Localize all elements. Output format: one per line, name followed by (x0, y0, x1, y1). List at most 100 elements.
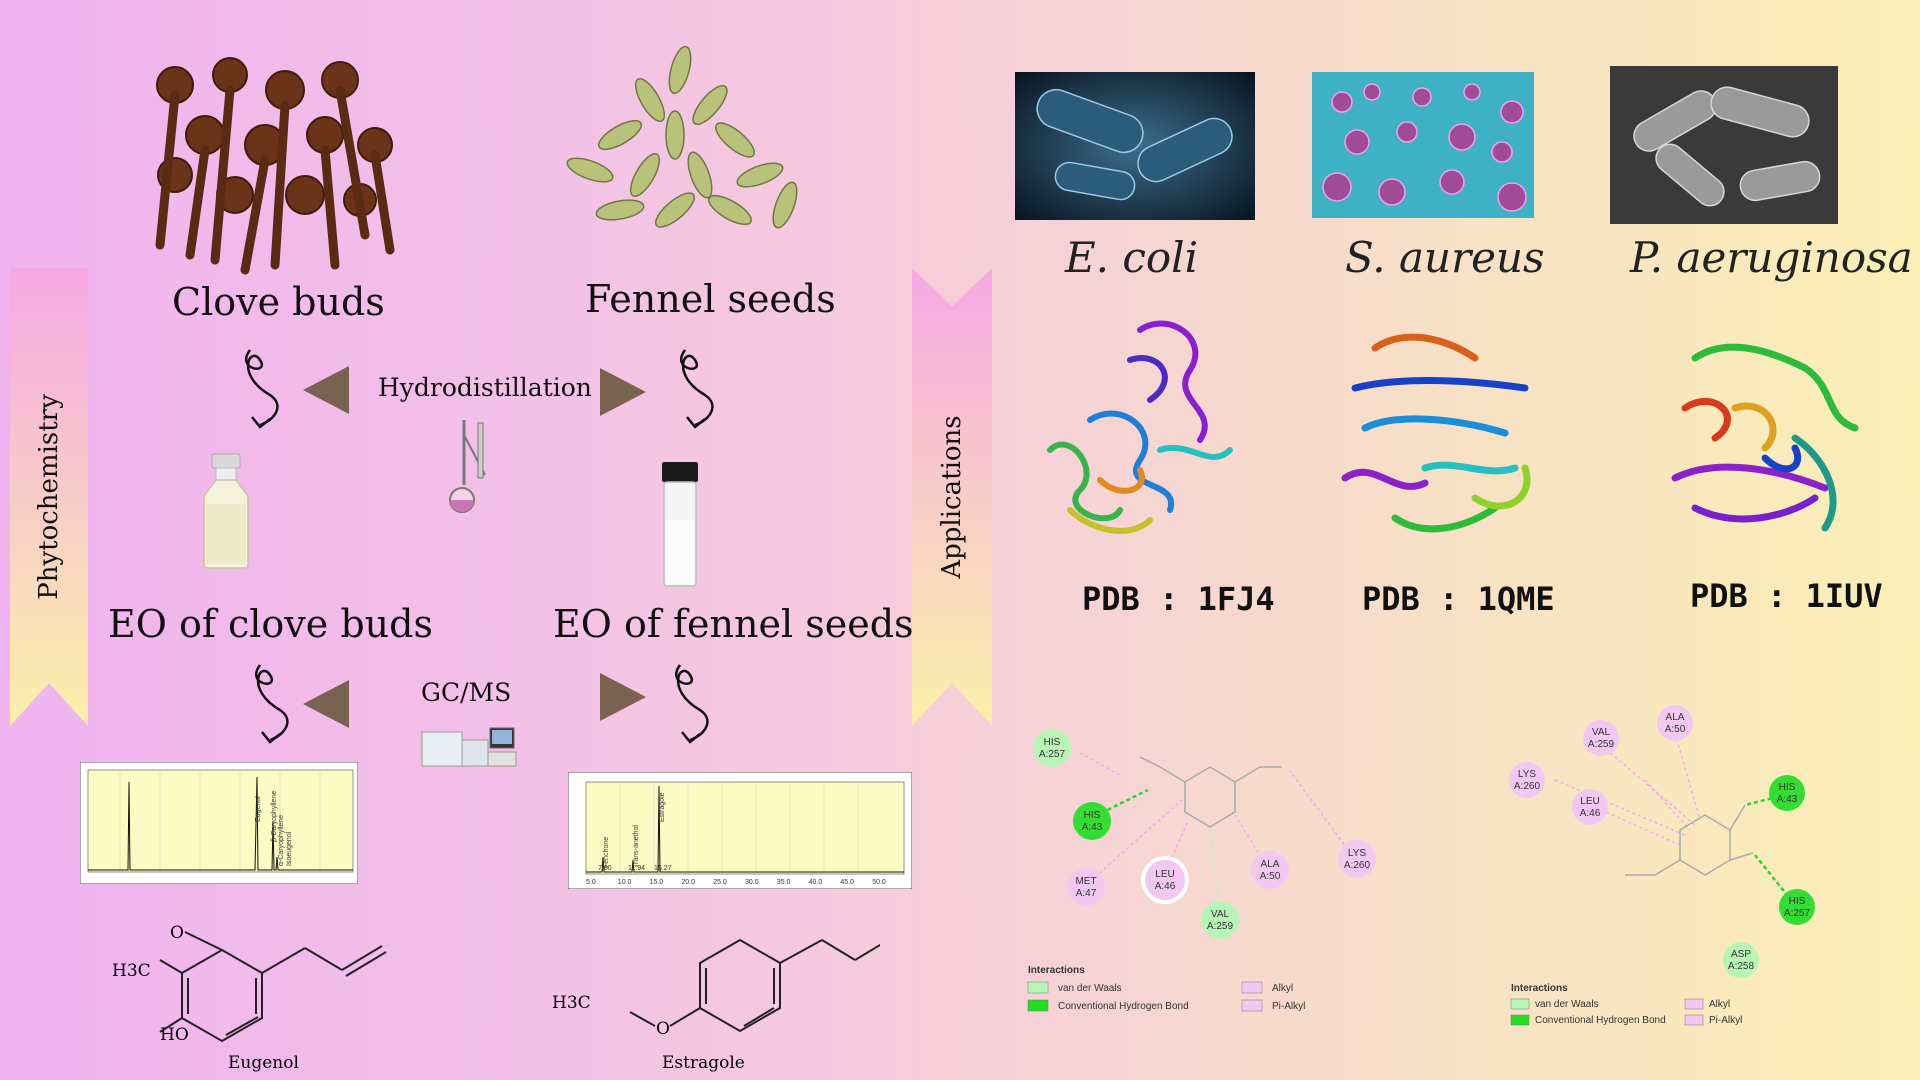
chromatogram-x-tick: 40.0 (809, 879, 823, 886)
svg-text:A:43: A:43 (1082, 822, 1103, 833)
oxygen-label: O (656, 1019, 670, 1039)
curved-arrow-icon (245, 349, 279, 429)
right-triangle-icon (600, 368, 646, 416)
left-triangle-icon (303, 366, 349, 414)
residue-node: HIS A:257 (1779, 889, 1815, 925)
left-triangle-icon (303, 680, 349, 728)
estragole-structure: H3C O Estragole (550, 920, 880, 1075)
legend-item: Alkyl (1272, 983, 1293, 994)
clove-chromatogram: Eugenol β-Caryophyllene α-Caryophyllene … (80, 762, 358, 884)
residue-node: MET A:47 (1067, 868, 1105, 906)
p-aeruginosa-label: P. aeruginosa (1630, 233, 1913, 282)
phytochemistry-banner: Phytochemistry (10, 268, 88, 726)
distillation-apparatus-icon (449, 420, 486, 513)
chromatogram-peak-label: Isoeugenol (286, 831, 293, 866)
residue-node: LEU A:46 (1572, 789, 1608, 825)
chromatogram-x-tick: 30.0 (745, 879, 759, 886)
residue-node: ALA A:50 (1251, 851, 1289, 889)
e-coli-image (1015, 72, 1255, 220)
chromatogram-peak-label: β-Caryophyllene (271, 791, 278, 842)
svg-text:ASP: ASP (1731, 949, 1751, 960)
legend-item: van der Waals (1058, 983, 1122, 994)
svg-text:A:46: A:46 (1155, 881, 1176, 892)
residue-node: LYS A:260 (1338, 840, 1376, 878)
eugenol-name: Eugenol (228, 1053, 299, 1073)
fennel-seeds-image (540, 30, 820, 260)
svg-text:VAL: VAL (1592, 727, 1611, 738)
p-aeruginosa-image (1610, 66, 1838, 224)
legend-title: Interactions (1028, 965, 1085, 976)
svg-text:A:50: A:50 (1260, 871, 1281, 882)
curved-arrow-icon (675, 664, 709, 744)
chromatogram-x-tick: 5.0 (586, 879, 596, 886)
svg-text:A:259: A:259 (1588, 739, 1615, 750)
chromatogram-x-tick: 10.0 (618, 879, 632, 886)
residue-node: ALA A:50 (1657, 705, 1693, 741)
chromatogram-peak-label: Fenchone (603, 837, 610, 868)
clove-buds-image (135, 35, 415, 275)
svg-text:LEU: LEU (1155, 869, 1174, 880)
svg-text:A:260: A:260 (1514, 781, 1541, 792)
gcms-label: GC/MS (421, 678, 512, 707)
phytochemistry-label: Phytochemistry (34, 394, 64, 600)
chromatogram-peak-label: α-Caryophyllene (278, 815, 285, 866)
methyl-group-label: H3C (552, 993, 591, 1013)
methyl-group-label: H3C (112, 961, 151, 981)
residue-node: VAL A:259 (1201, 901, 1239, 939)
residue-node: HIS A:43 (1769, 775, 1805, 811)
retention-time: 11.94 (628, 865, 645, 872)
fennel-chromatogram: Fenchone Trans-anethol Estragole 7.80 11… (568, 772, 912, 889)
svg-text:LYS: LYS (1518, 769, 1536, 780)
residue-node: HIS A:257 (1033, 729, 1071, 767)
chromatogram-x-tick: 45.0 (840, 879, 854, 886)
svg-text:A:260: A:260 (1344, 860, 1371, 871)
estragole-name: Estragole (662, 1053, 745, 1073)
svg-text:A:259: A:259 (1207, 921, 1234, 932)
svg-text:A:257: A:257 (1784, 908, 1811, 919)
protein-1iuv-structure (1655, 328, 1865, 543)
residue-node: ASP A:258 (1723, 942, 1759, 978)
fennel-oil-title: EO of fennel seeds (553, 602, 914, 646)
svg-text:A:47: A:47 (1076, 888, 1097, 899)
retention-time: 15.27 (654, 865, 672, 872)
pdb-1fj4-label: PDB : 1FJ4 (1082, 580, 1275, 618)
chromatogram-x-tick: 35.0 (777, 879, 791, 886)
svg-text:LEU: LEU (1580, 796, 1599, 807)
docking-diagram-1fj4: HIS A:257 HIS A:43 MET A:47 LEU A:46 ALA (1020, 725, 1410, 1025)
applications-label: Applications (937, 415, 967, 579)
chromatogram-peak-label: Eugenol (255, 796, 262, 822)
svg-text:A:43: A:43 (1777, 794, 1798, 805)
svg-text:HIS: HIS (1084, 810, 1101, 821)
svg-text:A:46: A:46 (1580, 808, 1601, 819)
s-aureus-label: S. aureus (1345, 233, 1545, 282)
residue-node: LEU A:46 (1141, 856, 1189, 904)
applications-banner: Applications (912, 268, 992, 726)
svg-text:HIS: HIS (1044, 737, 1061, 748)
svg-text:ALA: ALA (1666, 712, 1685, 723)
retention-time: 7.80 (598, 865, 612, 872)
curved-arrow-icon (680, 349, 714, 429)
legend-item: Alkyl (1709, 999, 1730, 1010)
protein-1qme-structure (1335, 318, 1545, 558)
docking-diagram-1qme: LYS A:260 VAL A:259 ALA A:50 LEU A:46 HI… (1505, 705, 1825, 1035)
clove-oil-title: EO of clove buds (108, 602, 433, 646)
pdb-1qme-label: PDB : 1QME (1362, 580, 1555, 618)
chromatogram-peak-label: Trans-anethol (633, 825, 640, 868)
fennel-seeds-title: Fennel seeds (585, 277, 836, 321)
chromatogram-peak-label: Estragole (659, 792, 666, 822)
legend-title: Interactions (1511, 983, 1568, 994)
svg-text:MET: MET (1075, 876, 1096, 887)
fennel-oil-vial-icon (662, 462, 698, 587)
curved-arrow-icon (255, 664, 289, 744)
s-aureus-image (1312, 72, 1534, 218)
chromatogram-x-tick: 20.0 (681, 879, 695, 886)
chromatogram-x-tick: 25.0 (713, 879, 727, 886)
residue-node: HIS A:43 (1073, 802, 1111, 840)
residue-node: VAL A:259 (1583, 720, 1619, 756)
clove-oil-vial-icon (203, 453, 249, 569)
legend-item: van der Waals (1535, 999, 1599, 1010)
svg-text:ALA: ALA (1261, 859, 1280, 870)
legend-item: Pi-Alkyl (1272, 1001, 1305, 1012)
gcms-instrument-icon (421, 727, 517, 767)
hydrodistillation-label: Hydrodistillation (378, 373, 592, 402)
